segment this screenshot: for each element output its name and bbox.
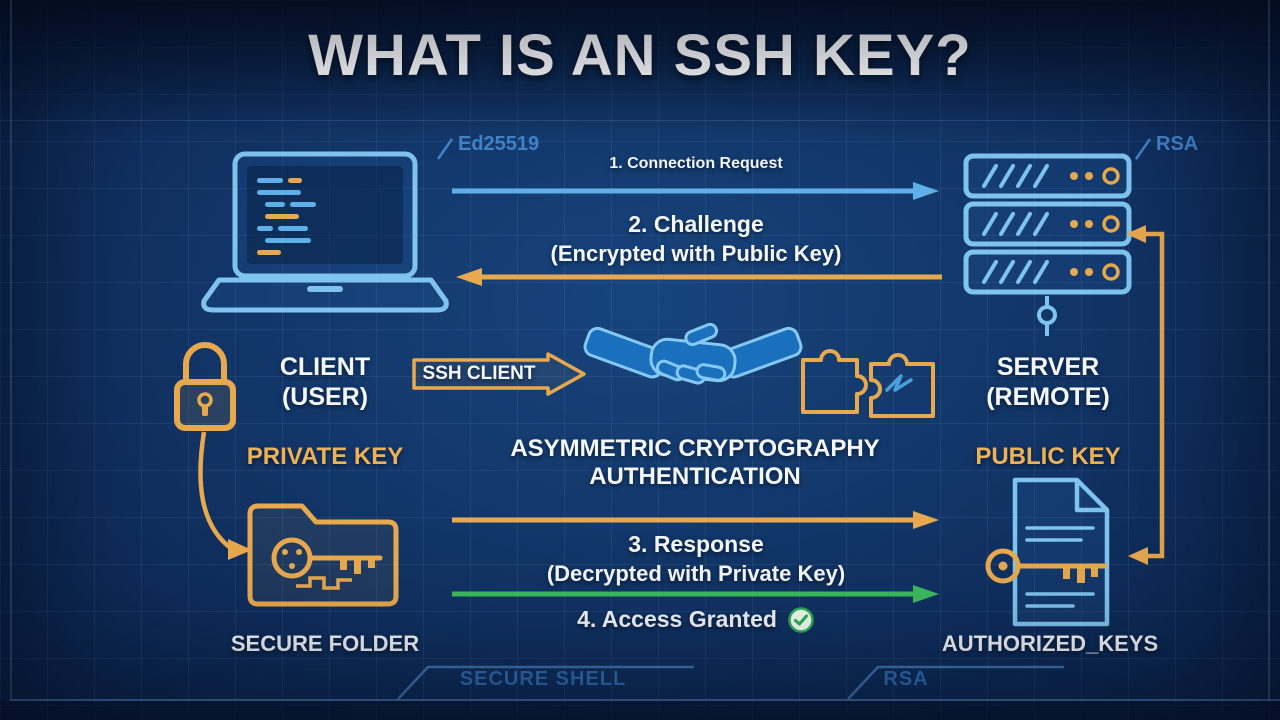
public-key-flow-arrow — [1122, 220, 1178, 570]
ed25519-leader-line — [436, 137, 454, 161]
public-key-label: PUBLIC KEY — [975, 443, 1121, 470]
client-label: CLIENT (USER) — [235, 353, 415, 412]
server-label-line1: SERVER — [996, 353, 1100, 381]
step2-arrow — [456, 267, 944, 287]
step1-arrow — [452, 181, 940, 201]
ssh-client-arrow-tag — [410, 350, 590, 398]
client-label-line1: CLIENT — [279, 353, 371, 381]
step2-sublabel: (Encrypted with Public Key) — [550, 241, 842, 267]
footer-label-rsa: RSA — [883, 668, 929, 690]
step3-label: 3. Response — [628, 531, 764, 557]
page-title: WHAT IS AN SSH KEY? — [308, 23, 972, 88]
server-label-line2: (REMOTE) — [986, 382, 1110, 411]
private-key-flow-arrow — [182, 430, 267, 570]
center-caption-line2: AUTHENTICATION — [589, 463, 801, 491]
footer-label-secure-shell: SECURE SHELL — [459, 668, 627, 690]
step4-label: 4. Access Granted — [577, 606, 777, 633]
frame-line-left — [10, 0, 12, 700]
footer-tab-right-line — [846, 664, 1066, 700]
step3-sublabel: (Decrypted with Private Key) — [546, 561, 846, 587]
rsa-leader-line — [1134, 137, 1152, 161]
step3-arrow — [452, 510, 940, 530]
ssh-client-label: SSH CLIENT — [422, 362, 536, 384]
step4-label-row: 4. Access Granted — [452, 606, 940, 634]
padlock-icon — [170, 336, 240, 436]
bottom-strip — [0, 701, 1280, 720]
frame-line-bottom — [10, 699, 1280, 701]
center-caption: ASYMMETRIC CRYPTOGRAPHY AUTHENTICATION — [480, 435, 910, 492]
folder-key-icon — [240, 482, 405, 622]
footer-tab-left-line — [396, 664, 696, 700]
puzzle-pieces-icon — [795, 328, 945, 420]
client-key-type-label: Ed25519 — [458, 133, 540, 155]
server-rack-icon — [960, 152, 1135, 347]
server-label: SERVER (REMOTE) — [953, 353, 1143, 412]
client-label-line2: (USER) — [281, 382, 369, 411]
authorized-keys-label: AUTHORIZED_KEYS — [941, 631, 1159, 656]
handshake-icon — [583, 302, 803, 422]
check-circle-icon — [787, 606, 815, 634]
private-key-label: PRIVATE KEY — [246, 443, 404, 470]
step4-arrow — [452, 584, 940, 604]
frame-line-under-title — [0, 120, 1280, 121]
step1-label: 1. Connection Request — [609, 155, 783, 172]
center-caption-line1: ASYMMETRIC CRYPTOGRAPHY — [510, 435, 880, 462]
secure-folder-label: SECURE FOLDER — [230, 631, 420, 656]
server-key-type-label: RSA — [1156, 133, 1199, 155]
laptop-code-icon — [195, 148, 455, 323]
step3-label-block: 3. Response (Decrypted with Private Key) — [452, 531, 940, 587]
frame-line-right — [1268, 0, 1270, 700]
step2-label-block: 2. Challenge (Encrypted with Public Key) — [452, 211, 940, 267]
step2-label: 2. Challenge — [628, 211, 764, 237]
document-key-icon — [985, 476, 1130, 631]
